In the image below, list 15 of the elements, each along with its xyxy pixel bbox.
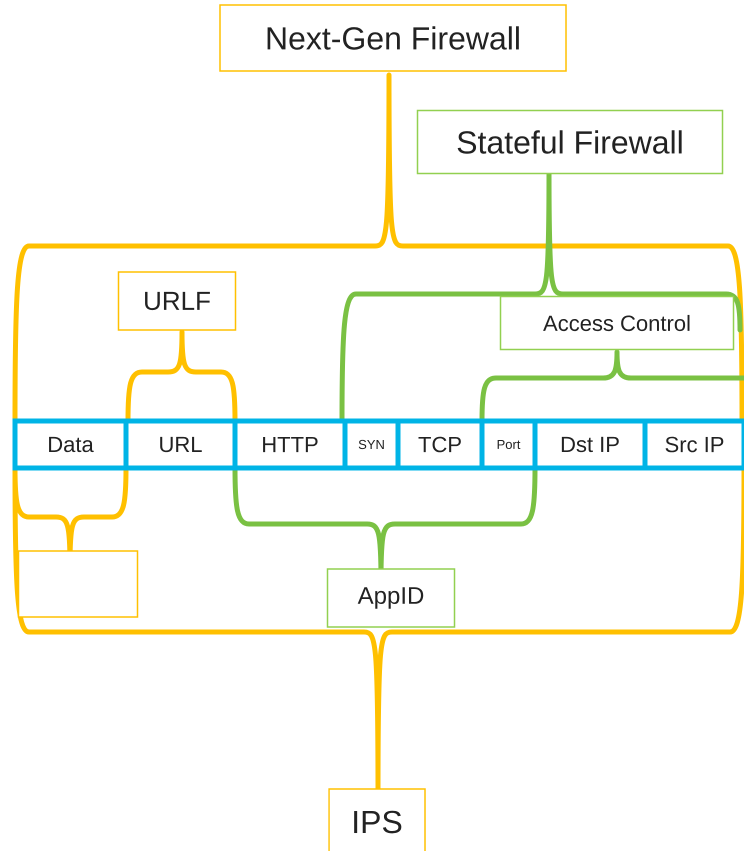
packet-field-cell: Src IP — [642, 418, 744, 470]
label-box: AppID — [326, 568, 456, 628]
label-box: Next-Gen Firewall — [219, 4, 567, 72]
label-box: URLF — [118, 271, 236, 331]
packet-field-cell: SYN — [342, 418, 400, 470]
packet-field-cell: Dst IP — [532, 418, 648, 470]
label-box: Access Control — [500, 296, 734, 350]
packet-field-cell: Data — [12, 418, 128, 470]
packet-field-cell: HTTP — [232, 418, 348, 470]
label-box: IPS — [328, 788, 426, 851]
packet-field-cell: URL — [124, 418, 238, 470]
packet-field-cell: TCP — [396, 418, 484, 470]
packet-field-cell: Port — [480, 418, 538, 470]
label-box: Stateful Firewall — [416, 110, 724, 174]
empty-box — [18, 550, 138, 618]
